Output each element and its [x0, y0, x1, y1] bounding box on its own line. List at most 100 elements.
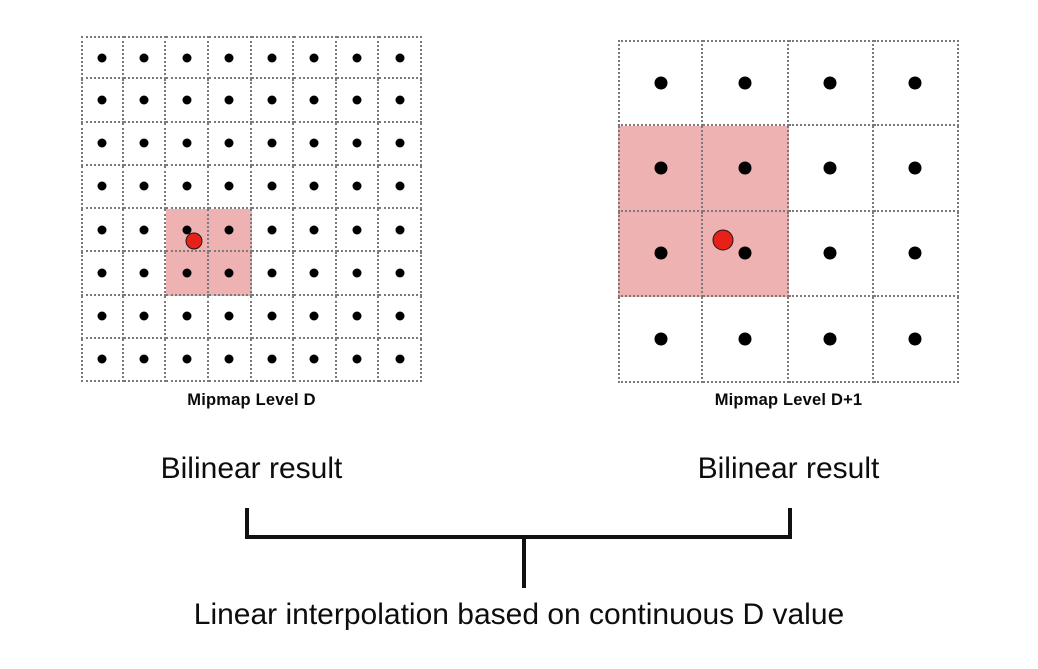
texel-dot [267, 53, 277, 63]
texel-dot [139, 311, 149, 321]
texel-cell [208, 79, 252, 123]
texel-dot [182, 95, 192, 105]
texel-dot [395, 311, 405, 321]
texel-cell [81, 209, 124, 253]
texel-cell [788, 125, 874, 212]
texel-cell [379, 79, 422, 123]
bilinear-result-label-level-d: Bilinear result [160, 452, 343, 485]
texel-dot [309, 225, 319, 235]
texel-dot [139, 268, 149, 278]
texel-cell [251, 122, 295, 166]
texel-cell [208, 122, 252, 166]
texel-dot [738, 161, 752, 175]
texel-cell [336, 165, 380, 209]
texel-cell [294, 79, 337, 123]
texel-dot [97, 354, 107, 364]
texel-cell [123, 122, 167, 166]
texel-cell [123, 338, 167, 382]
texel-dot [908, 161, 922, 175]
texel-dot [309, 311, 319, 321]
texel-dot [395, 53, 405, 63]
texel-dot [267, 225, 277, 235]
texel-cell [251, 165, 295, 209]
texel-dot [309, 138, 319, 148]
texel-cell [379, 295, 422, 339]
texel-cell [379, 209, 422, 253]
texel-cell [379, 165, 422, 209]
texel-dot [224, 225, 234, 235]
texel-cell [166, 122, 209, 166]
texel-cell-highlighted [618, 125, 704, 212]
texel-cell [81, 252, 124, 296]
texel-cell [123, 209, 167, 253]
texel-dot [654, 161, 668, 175]
texel-dot [823, 161, 837, 175]
texel-cell [379, 338, 422, 382]
texel-cell [81, 338, 124, 382]
texel-dot [352, 268, 362, 278]
texel-dot [309, 53, 319, 63]
texel-dot [352, 181, 362, 191]
sample-point-marker-level-d [185, 232, 203, 250]
texel-dot [395, 268, 405, 278]
texel-dot [97, 181, 107, 191]
mipmap-level-d-caption: Mipmap Level D [187, 391, 316, 409]
texel-cell [251, 252, 295, 296]
texel-dot [395, 181, 405, 191]
texel-cell [294, 209, 337, 253]
texel-dot [267, 181, 277, 191]
texel-cell [251, 338, 295, 382]
texel-dot [224, 138, 234, 148]
texel-dot [352, 138, 362, 148]
texel-cell [294, 122, 337, 166]
texel-cell [123, 165, 167, 209]
texel-dot [823, 332, 837, 346]
texel-dot [182, 354, 192, 364]
texel-cell [873, 211, 959, 298]
texel-cell [123, 252, 167, 296]
texel-cell [294, 252, 337, 296]
texel-dot [395, 95, 405, 105]
texel-dot [182, 225, 192, 235]
texel-cell [81, 165, 124, 209]
texel-dot [908, 332, 922, 346]
texel-cell [873, 40, 959, 126]
texel-dot [97, 225, 107, 235]
texel-dot [267, 311, 277, 321]
bilinear-result-label-level-d-plus-1: Bilinear result [697, 452, 880, 485]
texel-cell-highlighted [166, 252, 209, 296]
mipmap-level-d-plus-1-grid [618, 40, 959, 383]
texel-cell [166, 165, 209, 209]
texel-dot [908, 76, 922, 90]
texel-cell [166, 338, 209, 382]
texel-cell [294, 36, 337, 80]
texel-dot [823, 76, 837, 90]
texel-dot [309, 354, 319, 364]
texel-dot [97, 53, 107, 63]
texel-dot [97, 95, 107, 105]
texel-cell [251, 295, 295, 339]
texel-cell [336, 36, 380, 80]
texel-cell [379, 36, 422, 80]
texel-cell [618, 297, 704, 383]
texel-cell-highlighted [703, 125, 789, 212]
texel-cell-highlighted [208, 209, 252, 253]
sample-point-marker-level-d-plus-1 [712, 229, 734, 251]
texel-dot [182, 268, 192, 278]
texel-dot [654, 332, 668, 346]
texel-dot [823, 246, 837, 260]
texel-dot [267, 138, 277, 148]
texel-cell-highlighted [703, 211, 789, 298]
texel-cell [703, 40, 789, 126]
texel-dot [182, 311, 192, 321]
texel-cell [618, 40, 704, 126]
texel-dot [395, 138, 405, 148]
texel-dot [267, 268, 277, 278]
texel-dot [139, 95, 149, 105]
texel-cell [336, 338, 380, 382]
texel-dot [654, 246, 668, 260]
texel-cell [208, 338, 252, 382]
mipmap-level-d-plus-1-caption: Mipmap Level D+1 [714, 391, 863, 409]
texel-cell [379, 252, 422, 296]
texel-dot [352, 354, 362, 364]
